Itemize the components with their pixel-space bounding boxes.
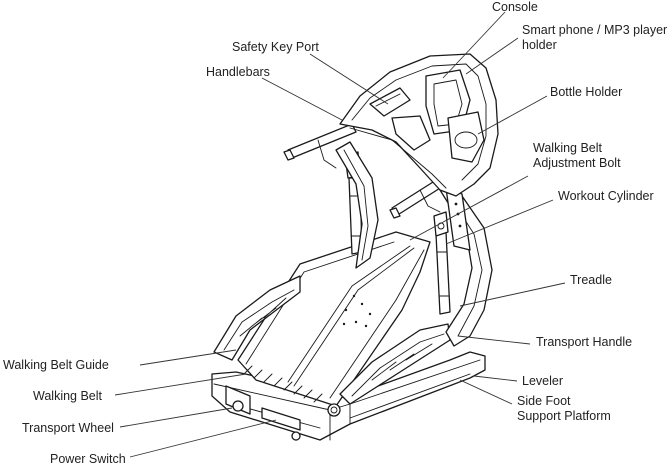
label-side-foot-line2: Support Platform (517, 409, 611, 423)
label-workout-cylinder: Workout Cylinder (558, 189, 654, 203)
label-bottle-holder: Bottle Holder (550, 85, 622, 99)
leader-bottle-holder (477, 95, 548, 135)
leader-leveler (473, 375, 518, 382)
label-adjustment-bolt-line1: Walking Belt (533, 141, 603, 155)
leader-treadle (459, 282, 566, 307)
leader-side-foot-platform (459, 379, 513, 405)
leader-adjustment-bolt (409, 175, 529, 241)
label-treadle: Treadle (570, 273, 612, 287)
label-phone-holder-line2: holder (522, 38, 557, 52)
label-console: Console (492, 0, 538, 14)
label-walking-belt-guide: Walking Belt Guide (3, 358, 109, 372)
leader-transport-wheel (119, 407, 233, 428)
right-cylinder (433, 211, 451, 315)
console-housing (339, 53, 499, 197)
label-power-switch: Power Switch (50, 452, 126, 466)
callout-labels: Console Smart phone / MP3 player holder … (3, 0, 667, 466)
leader-lines (114, 11, 566, 458)
label-handlebars: Handlebars (206, 65, 270, 79)
label-side-foot-line1: Side Foot (517, 394, 571, 408)
label-phone-holder-line1: Smart phone / MP3 player (522, 23, 667, 37)
leader-phone-holder (465, 37, 519, 75)
left-foot-platform (213, 275, 301, 361)
label-adjustment-bolt-line2: Adjustment Bolt (533, 156, 621, 170)
upright (335, 141, 379, 269)
leader-walking-belt-guide (139, 349, 237, 366)
walking-belt-deck (237, 231, 431, 407)
leader-workout-cylinder (445, 199, 554, 245)
treadmill-drawing (211, 53, 499, 441)
leader-walking-belt (114, 373, 247, 396)
label-safety-key-port: Safety Key Port (232, 40, 319, 54)
label-transport-wheel: Transport Wheel (22, 421, 114, 435)
label-walking-belt: Walking Belt (33, 389, 103, 403)
leader-console (442, 11, 506, 79)
leader-transport-handle (457, 335, 531, 345)
leader-safety-key-port (309, 53, 389, 105)
leader-power-switch (129, 419, 277, 458)
label-transport-handle: Transport Handle (536, 335, 632, 349)
label-leveler: Leveler (522, 374, 563, 388)
leader-handlebars (261, 77, 343, 121)
front-roller (225, 385, 341, 441)
